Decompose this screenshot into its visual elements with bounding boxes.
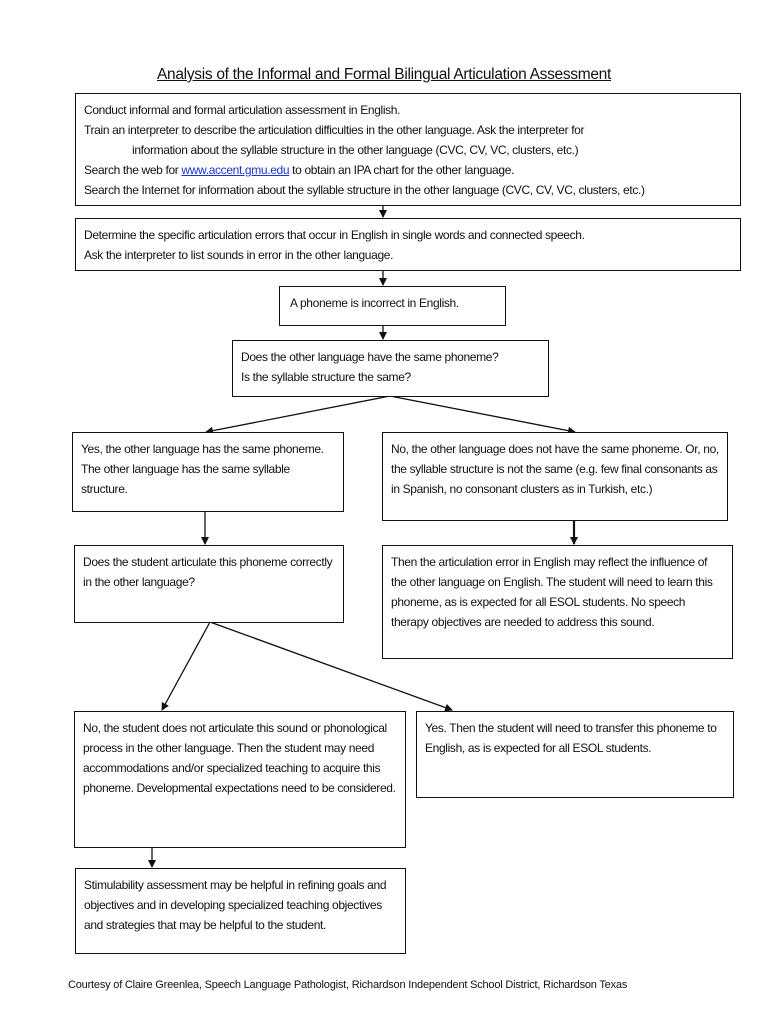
footer-credit: Courtesy of Claire Greenlea, Speech Lang… bbox=[68, 979, 628, 991]
step3-box: A phoneme is incorrect in English. bbox=[279, 286, 506, 326]
question1-box: Does the other language have the same ph… bbox=[232, 340, 549, 397]
step1-text: to obtain an IPA chart for the other lan… bbox=[289, 163, 515, 177]
accent-link[interactable]: www.accent.gmu.edu bbox=[181, 163, 290, 177]
step1-line: information about the syllable structure… bbox=[132, 143, 579, 157]
step1-box: Conduct informal and formal articulation… bbox=[75, 93, 741, 206]
question1-line: Is the syllable structure the same? bbox=[241, 370, 411, 384]
arrow-question2-yes bbox=[209, 621, 453, 712]
step1-line: Search the Internet for information abou… bbox=[84, 183, 645, 197]
step2-line: Ask the interpreter to list sounds in er… bbox=[84, 248, 394, 262]
arrow-question1-yes bbox=[205, 395, 391, 435]
no-same-box: No, the other language does not have the… bbox=[382, 432, 728, 521]
arrow-question1-no bbox=[389, 395, 576, 435]
arrow-question2-no bbox=[161, 621, 211, 711]
stimulability-box: Stimulability assessment may be helpful … bbox=[75, 868, 406, 954]
step1-line: Train an interpreter to describe the art… bbox=[84, 123, 585, 137]
step1-line: Search the web for www.accent.gmu.edu to… bbox=[84, 160, 732, 180]
step1-text: Search the web for bbox=[84, 163, 182, 177]
influence-box: Then the articulation error in English m… bbox=[382, 545, 733, 659]
step2-box: Determine the specific articulation erro… bbox=[75, 218, 741, 271]
yes-transfer-box: Yes. Then the student will need to trans… bbox=[416, 711, 734, 798]
question1-line: Does the other language have the same ph… bbox=[241, 350, 499, 364]
yes-same-box: Yes, the other language has the same pho… bbox=[72, 432, 344, 512]
page-title: Analysis of the Informal and Formal Bili… bbox=[157, 66, 611, 83]
step2-line: Determine the specific articulation erro… bbox=[84, 228, 585, 242]
step1-line: Conduct informal and formal articulation… bbox=[84, 103, 401, 117]
no-articulate-box: No, the student does not articulate this… bbox=[74, 711, 406, 848]
question2-box: Does the student articulate this phoneme… bbox=[74, 545, 344, 623]
